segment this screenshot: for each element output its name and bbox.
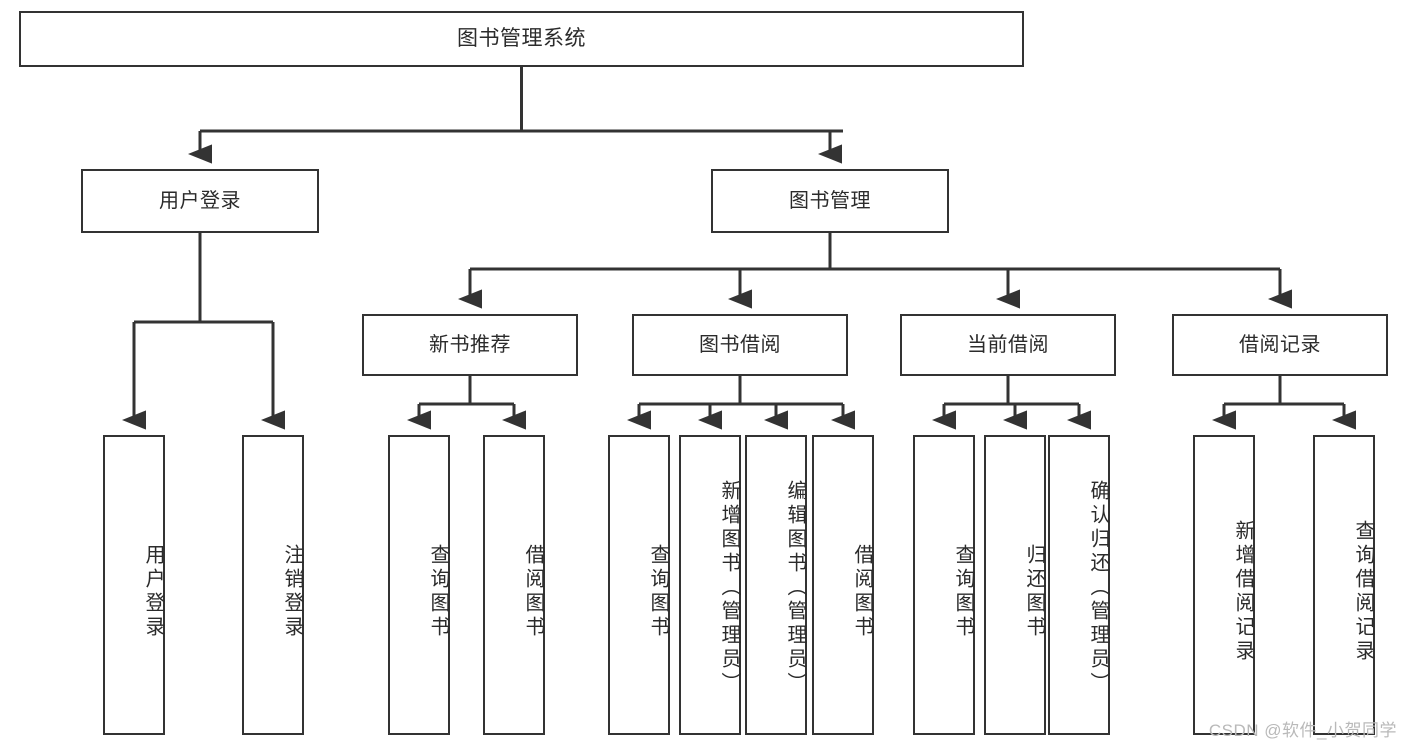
watermark: CSDN @软件_小贺同学: [1208, 721, 1397, 740]
node-borrow-record-label: 借阅记录: [1239, 333, 1321, 356]
leaf-borrow-query-book[interactable]: 查询图书: [608, 435, 670, 735]
leaf-borrow-lend-book[interactable]: 借阅图书: [812, 435, 874, 735]
node-book-manage-label: 图书管理: [789, 189, 871, 212]
leaf-current-confirm-return-label: 确认归还（管理员）: [1087, 480, 1109, 696]
node-book-manage[interactable]: 图书管理: [711, 169, 949, 233]
leaf-rec-query-book[interactable]: 查询图书: [388, 435, 450, 735]
leaf-borrow-query-book-label: 查询图书: [647, 544, 669, 640]
leaf-record-search-label: 查询借阅记录: [1352, 520, 1374, 664]
leaf-record-add[interactable]: 新增借阅记录: [1193, 435, 1255, 735]
node-current-borrow-label: 当前借阅: [967, 333, 1049, 356]
node-book-borrow-label: 图书借阅: [699, 333, 781, 356]
leaf-user-logout[interactable]: 注销登录: [242, 435, 304, 735]
leaf-rec-query-book-label: 查询图书: [427, 544, 449, 640]
node-new-book-rec-label: 新书推荐: [429, 333, 511, 356]
leaf-rec-borrow-book[interactable]: 借阅图书: [483, 435, 545, 735]
leaf-current-query-book[interactable]: 查询图书: [913, 435, 975, 735]
leaf-rec-borrow-book-label: 借阅图书: [522, 544, 544, 640]
node-user-login-label: 用户登录: [159, 189, 241, 212]
node-borrow-record[interactable]: 借阅记录: [1172, 314, 1388, 376]
leaf-current-return-book[interactable]: 归还图书: [984, 435, 1046, 735]
leaf-borrow-edit-book[interactable]: 编辑图书（管理员）: [745, 435, 807, 735]
node-book-borrow[interactable]: 图书借阅: [632, 314, 848, 376]
leaf-current-confirm-return[interactable]: 确认归还（管理员）: [1048, 435, 1110, 735]
node-user-login[interactable]: 用户登录: [81, 169, 319, 233]
leaf-borrow-add-book-label: 新增图书（管理员）: [718, 480, 740, 696]
node-current-borrow[interactable]: 当前借阅: [900, 314, 1116, 376]
leaf-current-query-book-label: 查询图书: [952, 544, 974, 640]
leaf-record-add-label: 新增借阅记录: [1232, 520, 1254, 664]
node-root[interactable]: 图书管理系统: [19, 11, 1024, 67]
leaf-user-login-label: 用户登录: [142, 544, 164, 640]
node-new-book-rec[interactable]: 新书推荐: [362, 314, 578, 376]
leaf-borrow-edit-book-label: 编辑图书（管理员）: [784, 480, 806, 696]
leaf-current-return-book-label: 归还图书: [1023, 544, 1045, 640]
leaf-user-logout-label: 注销登录: [281, 544, 303, 640]
leaf-record-search[interactable]: 查询借阅记录: [1313, 435, 1375, 735]
leaf-user-login[interactable]: 用户登录: [103, 435, 165, 735]
leaf-borrow-lend-book-label: 借阅图书: [851, 544, 873, 640]
node-root-label: 图书管理系统: [457, 26, 586, 50]
leaf-borrow-add-book[interactable]: 新增图书（管理员）: [679, 435, 741, 735]
